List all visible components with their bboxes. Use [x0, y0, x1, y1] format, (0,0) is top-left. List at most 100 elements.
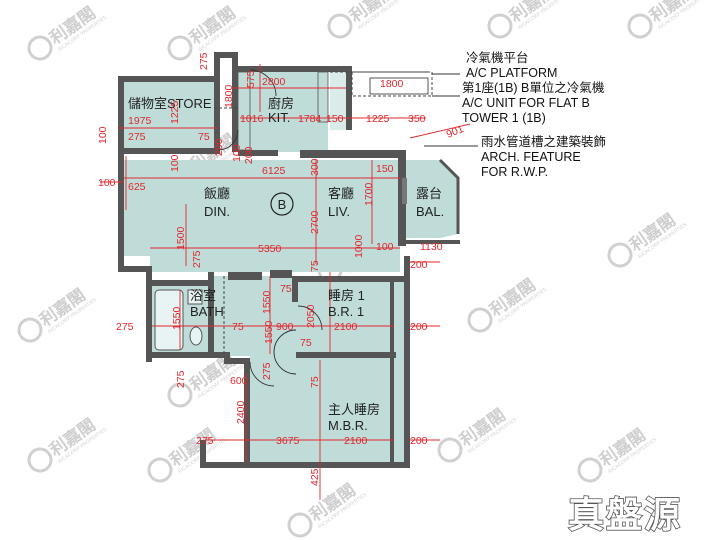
unit-label: B [278, 197, 287, 212]
dim-text: 1500 [175, 226, 187, 250]
wall [214, 52, 220, 148]
dim-text: 275 [198, 52, 210, 70]
dim-text: 100 [169, 154, 181, 172]
kitchen-door-swing [249, 69, 277, 97]
wall [200, 440, 206, 468]
ac-unit-note-zh: 第1座(1B) B單位之冷氣機 [462, 80, 605, 95]
dim-text: 3675 [276, 435, 300, 447]
ricacorp-logo-icon [27, 35, 53, 61]
ricacorp-logo-icon [627, 13, 653, 39]
living-dining-lower-floor [150, 256, 400, 272]
master-label-en: M.B.R. [328, 418, 368, 433]
watermark-logo: 利嘉閣 RICACORP PROPERTIES [487, 0, 568, 39]
corridor-floor [214, 276, 296, 356]
dimension-lines [100, 64, 471, 500]
watermark-logo: 利嘉閣 RICACORP PROPERTIES [577, 425, 658, 483]
dim-text: 900 [276, 321, 294, 333]
kitchen-floor [238, 72, 328, 152]
dim-text: 275 [128, 131, 146, 143]
store-door-swing [217, 129, 239, 151]
dim-text: 1784 [298, 113, 322, 125]
dim-text: 275 [175, 370, 187, 388]
dim-text: 2700 [309, 210, 321, 234]
wall [292, 276, 404, 282]
ricacorp-logo-icon [167, 35, 193, 61]
basin [187, 289, 203, 305]
wall [208, 272, 214, 354]
wall [124, 148, 220, 154]
dim-text: 275 [196, 435, 214, 447]
ricacorp-logo-icon [437, 437, 463, 463]
dim-text: 350 [408, 113, 426, 125]
wall [244, 358, 250, 466]
dim-text: 75 [232, 321, 244, 333]
dim-text: 2100 [344, 435, 368, 447]
dim-text: 2800 [262, 76, 286, 88]
dim-text: 100 [231, 144, 243, 162]
wall [398, 240, 460, 244]
dim-text: 200 [243, 146, 255, 164]
kitchen-counter-right [317, 71, 329, 123]
dim-text: 6125 [262, 165, 286, 177]
room-labels: 儲物室STORE 廚房 KIT. 飯廳 DIN. 客廳 LIV. 露台 BAL.… [128, 96, 444, 433]
wall [244, 462, 408, 468]
wall [292, 276, 298, 302]
dim-text: 150 [326, 113, 344, 125]
ricacorp-logo-icon [487, 13, 513, 39]
dim-text: 200 [410, 435, 428, 447]
watermark-logo: 利嘉閣 RICACORP PROPERTIES [327, 0, 408, 39]
dim-text: 300 [309, 158, 321, 176]
watermark-logo: 利嘉閣 RICACORP PROPERTIES [17, 285, 98, 343]
mbr-door-swing [249, 361, 275, 387]
kitchen-counter [237, 71, 251, 151]
dim-text: 1975 [128, 115, 152, 127]
dim-text: 1550 [171, 306, 183, 330]
listing-stamp: 真盤源 [568, 495, 682, 536]
dim-text: 5350 [258, 243, 282, 255]
dim-text: 625 [128, 181, 146, 193]
kitchen-label-zh: 廚房 [268, 96, 294, 111]
dim-text: 150 [376, 163, 394, 175]
wall [390, 282, 394, 462]
ricacorp-logo-icon [467, 307, 493, 333]
dim-text: 100 [98, 177, 116, 189]
dim-text: 75 [309, 376, 321, 388]
dining-label-en: DIN. [204, 204, 230, 219]
arch-feature-note-en1: ARCH. FEATURE [481, 150, 581, 164]
arch-feature-note-en2: FOR R.W.P. [481, 165, 548, 179]
dim-text: 1225 [366, 113, 390, 125]
wall [200, 462, 250, 468]
dim-text: 200 [410, 259, 428, 271]
balcony-label-en: BAL. [416, 204, 444, 219]
living-label-en: LIV. [328, 204, 350, 219]
ricacorp-logo-icon [17, 317, 43, 343]
bath-door-swing [273, 329, 297, 375]
dim-text: 2400 [235, 400, 247, 424]
dimension-line [409, 123, 471, 139]
wall [238, 150, 278, 156]
wall [228, 272, 262, 280]
watermark-logo: 利嘉閣 RICACORP PROPERTIES [607, 210, 688, 268]
bath-label-zh: 浴室 [190, 288, 216, 303]
living-dining-floor [124, 160, 400, 256]
living-label-zh: 客廳 [328, 186, 354, 201]
wall [214, 52, 238, 58]
ac-platform-outline [351, 71, 433, 97]
bedroom1-label-zh: 睡房 1 [328, 288, 365, 303]
watermark-logo: 利嘉閣 RICACORP PROPERTIES [27, 3, 108, 61]
dim-text: 1130 [420, 241, 443, 253]
dim-text: 275 [116, 321, 134, 333]
dim-text: 1016 [240, 113, 264, 125]
notes: 冷氣機平台 A/C PLATFORM 第1座(1B) B單位之冷氣機 A/C U… [462, 50, 606, 179]
dim-text: 1800 [380, 78, 404, 90]
ac-unit-note-en2: TOWER 1 (1B) [462, 111, 546, 125]
watermark-logo: 利嘉閣 RICACORP PROPERTIES [437, 405, 518, 463]
master-label-zh: 主人睡房 [328, 402, 380, 417]
wall [296, 352, 396, 358]
dim-text: 75 [309, 260, 321, 272]
dim-text: 275 [191, 250, 203, 268]
watermark-logo: 利嘉閣 RICACORP PROPERTIES [27, 415, 108, 473]
wall [146, 270, 152, 362]
dim-text: 575 [245, 70, 257, 88]
